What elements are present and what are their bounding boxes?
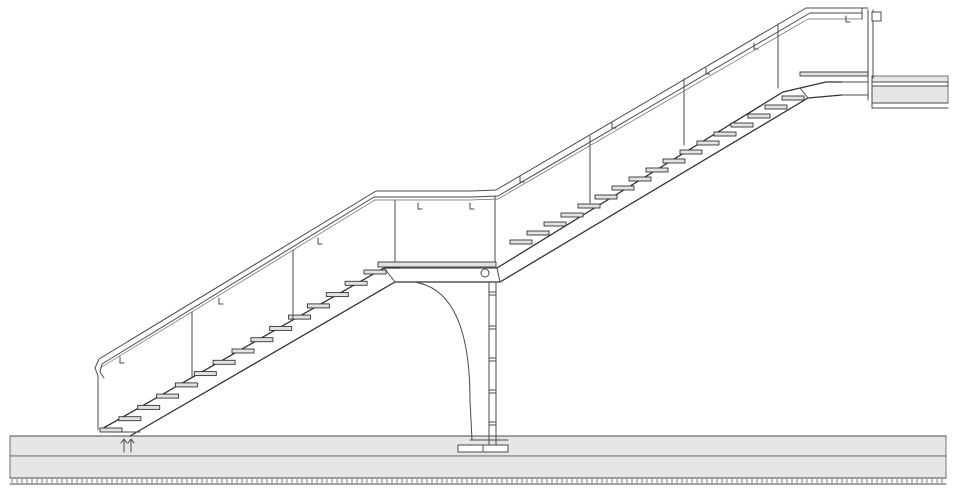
tread xyxy=(662,158,686,164)
tread xyxy=(594,194,618,200)
tread xyxy=(730,122,754,128)
tread xyxy=(118,416,142,422)
ground-hatch xyxy=(11,479,943,483)
tread xyxy=(526,230,550,236)
tread xyxy=(560,212,584,218)
treads-lower-flight xyxy=(99,269,387,433)
column-bolt xyxy=(488,291,497,296)
stair-foot-anchor xyxy=(111,431,141,453)
tread xyxy=(363,269,387,275)
tread xyxy=(325,292,349,298)
tread xyxy=(611,185,635,191)
column-bolts xyxy=(488,291,497,426)
tread xyxy=(288,314,312,320)
handrail-bracket xyxy=(119,356,125,364)
tread xyxy=(99,427,123,433)
tread xyxy=(747,113,771,119)
tread xyxy=(645,167,669,173)
tread xyxy=(306,303,330,309)
balustrade-posts xyxy=(97,23,779,431)
tread xyxy=(543,221,567,227)
handrail-brackets xyxy=(119,15,851,364)
tread xyxy=(137,404,161,410)
handrail-bracket xyxy=(753,42,759,50)
handrail-bracket xyxy=(611,121,617,129)
upper-floor-slab xyxy=(799,9,949,109)
tread xyxy=(764,104,788,110)
handrail-bracket xyxy=(469,202,475,210)
tread xyxy=(713,131,737,137)
tread xyxy=(156,393,180,399)
column-bolt xyxy=(488,389,497,394)
tread xyxy=(628,176,652,182)
tread xyxy=(212,359,236,365)
tread xyxy=(509,239,533,245)
handrail-bracket xyxy=(417,202,423,210)
tread xyxy=(696,140,720,146)
landing-support-column xyxy=(413,268,509,453)
tread xyxy=(193,371,217,377)
handrail-bracket xyxy=(845,15,851,23)
column-bolt xyxy=(488,421,497,426)
handrail-bracket xyxy=(218,297,224,305)
tread xyxy=(174,382,198,388)
column-bolt xyxy=(488,325,497,330)
tread xyxy=(577,203,601,209)
tread xyxy=(679,149,703,155)
ground-floor-slab xyxy=(9,435,947,485)
handrail xyxy=(94,7,869,379)
tread xyxy=(781,95,805,101)
tread xyxy=(344,280,368,286)
tread xyxy=(231,348,255,354)
handrail-bracket xyxy=(519,175,525,183)
stair-landing xyxy=(377,261,497,269)
handrail-bracket xyxy=(317,237,323,245)
tread xyxy=(269,325,293,331)
handrail-bracket xyxy=(705,67,711,75)
treads-upper-flight xyxy=(509,95,805,245)
column-bolt xyxy=(488,357,497,362)
tread xyxy=(250,337,274,343)
